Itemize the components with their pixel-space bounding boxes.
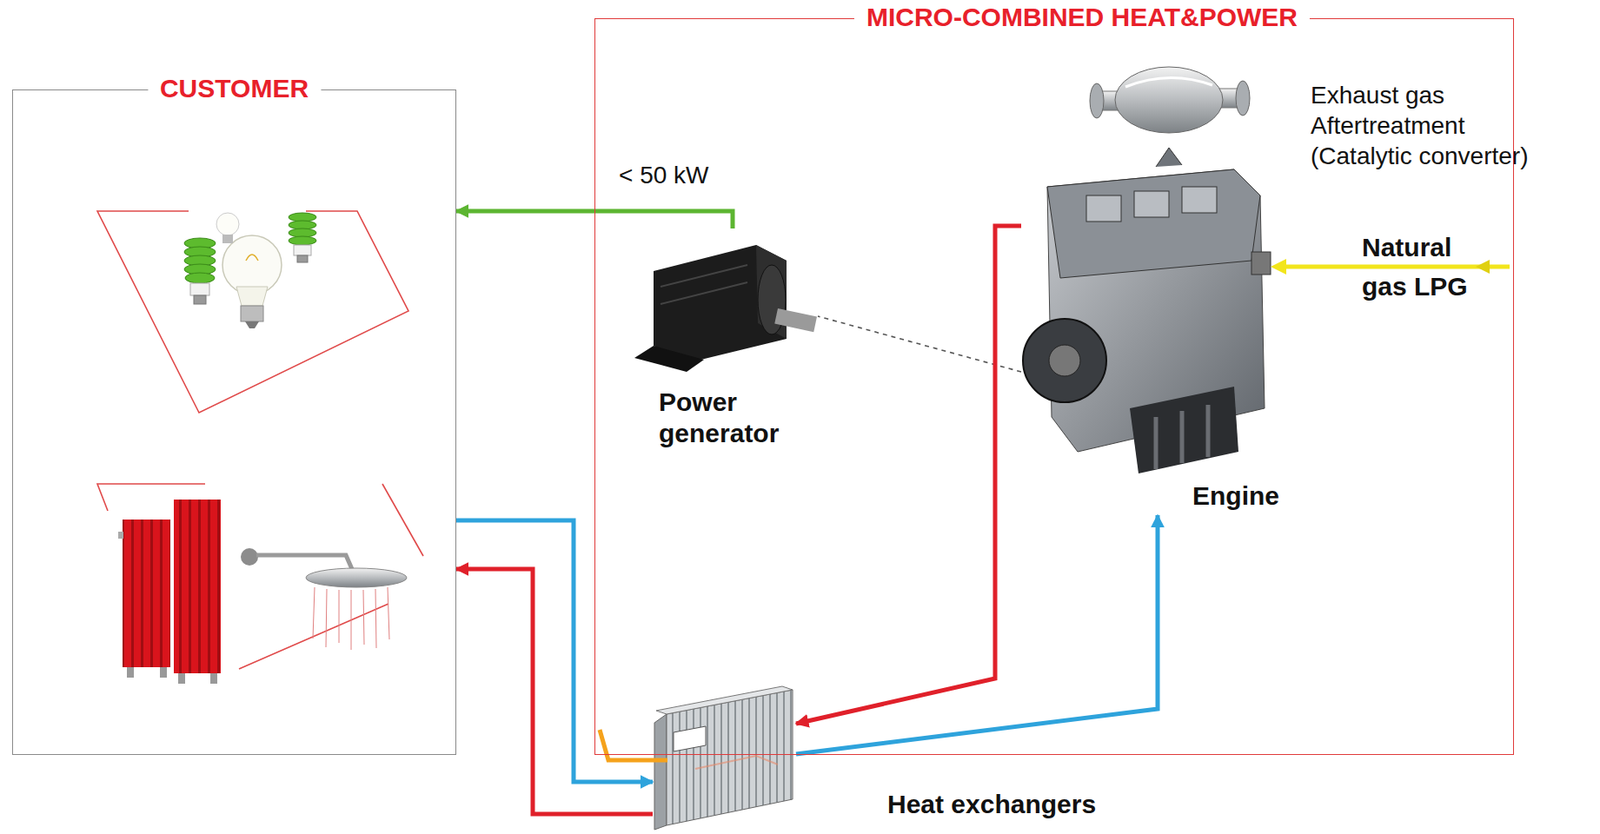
fuel-line-part	[1270, 258, 1287, 275]
shower-part	[240, 548, 259, 566]
shaft-line	[817, 316, 1022, 372]
radiator	[173, 499, 221, 684]
catalytic-converter	[1089, 66, 1250, 133]
incandescent-bulb-part	[245, 254, 259, 261]
incandescent-bulb	[222, 235, 282, 329]
orange-pipe	[599, 730, 668, 761]
cfl-bulb-part	[185, 272, 215, 284]
cfl-bulb-part	[297, 255, 308, 263]
engine-illustration-part	[1181, 186, 1217, 213]
cfl-bulb-part	[193, 295, 206, 305]
heating-panel-part	[382, 484, 424, 557]
generator-illustration	[634, 245, 817, 372]
incandescent-bulb-part	[245, 321, 259, 329]
cfl-bulb	[288, 212, 317, 263]
shower-part-part	[312, 587, 315, 639]
radiator	[118, 519, 171, 678]
heating-panel	[97, 484, 424, 684]
shower-part	[312, 587, 390, 651]
radiator-part	[118, 531, 124, 539]
catalytic-converter-part	[1125, 77, 1213, 87]
engine-illustration-part	[1086, 195, 1122, 222]
fuel-line-part	[1282, 265, 1510, 270]
small-bulb-part	[216, 212, 240, 236]
shower-part-part	[351, 590, 352, 651]
engine-illustration	[1022, 147, 1271, 474]
shower-part-part	[363, 590, 365, 645]
edge-label: < 50 kW	[618, 161, 709, 190]
lighting-panel-part	[97, 211, 409, 413]
heat-exchanger-illustration-part	[695, 756, 778, 770]
small-bulb-part	[222, 234, 233, 244]
shower-part-part	[325, 589, 327, 648]
engine-illustration-part	[1155, 404, 1209, 470]
shower	[240, 548, 407, 651]
aftertreatment-label: Exhaust gas Aftertreatment (Catalytic co…	[1310, 79, 1572, 172]
radiator-part	[210, 673, 218, 684]
heat-exchanger-node: Heat exchangers	[652, 686, 797, 831]
engine-node: Engine	[1021, 164, 1305, 516]
shower-part	[305, 568, 407, 588]
cfl-bulb-part	[293, 245, 312, 256]
radiator-part	[159, 667, 167, 678]
lighting-panel	[97, 211, 409, 413]
heat-exchanger-illustration-part	[656, 686, 793, 715]
hot-coolant-line	[796, 225, 1022, 724]
engine-illustration-part	[1155, 147, 1182, 167]
radiator-part	[126, 667, 134, 678]
generator-node: Power generator	[638, 228, 818, 457]
incandescent-bulb-part	[222, 235, 282, 295]
shower-part-part	[338, 590, 340, 644]
customer-box: CUSTOMER	[12, 89, 457, 756]
fuel-label: Natural gas LPG	[1361, 227, 1493, 306]
catalytic-converter-part	[1089, 83, 1104, 119]
cfl-bulb-part	[288, 236, 317, 246]
engine-illustration-part	[1129, 386, 1239, 474]
engine-illustration-part	[1251, 252, 1271, 275]
heat-exchanger-illustration	[654, 686, 793, 830]
component-label: Heat exchangers	[887, 789, 1096, 821]
generator-illustration-part	[660, 282, 748, 305]
heat-exchanger-illustration-part	[673, 726, 706, 752]
shower-part-part	[375, 589, 377, 649]
generator-illustration-part	[634, 345, 704, 372]
incandescent-bulb-part	[236, 286, 268, 306]
radiator-part	[122, 519, 171, 668]
radiator-part	[173, 499, 221, 674]
heat-exchanger-illustration-part	[654, 714, 667, 830]
supply-water-line	[456, 569, 653, 815]
cfl-bulb-part	[190, 283, 210, 296]
generator-illustration-part	[653, 245, 787, 364]
generator-illustration-part	[660, 265, 748, 287]
shower-part-part	[387, 587, 390, 640]
return-water-line	[456, 520, 653, 783]
engine-illustration-part	[1022, 318, 1107, 403]
box-title: MICRO-COMBINED HEAT&POWER	[854, 2, 1310, 33]
catalytic-converter-part	[1235, 80, 1250, 116]
incandescent-bulb-part	[240, 305, 264, 322]
box-title: CUSTOMER	[147, 73, 321, 104]
engine-illustration-part	[1047, 169, 1261, 279]
shower-part	[256, 555, 352, 570]
cfl-bulb	[184, 238, 216, 305]
generator-illustration-part	[774, 308, 817, 332]
catalytic-converter-part	[1115, 66, 1223, 133]
radiator-part	[178, 673, 186, 684]
engine-illustration-part	[1134, 191, 1169, 218]
engine-illustration-part	[1048, 345, 1081, 377]
component-label: Engine	[1192, 480, 1280, 512]
cold-coolant-line	[796, 515, 1158, 755]
component-label: Power generator	[658, 386, 818, 450]
small-bulb	[216, 212, 240, 244]
fuel-line-part	[1475, 259, 1490, 274]
